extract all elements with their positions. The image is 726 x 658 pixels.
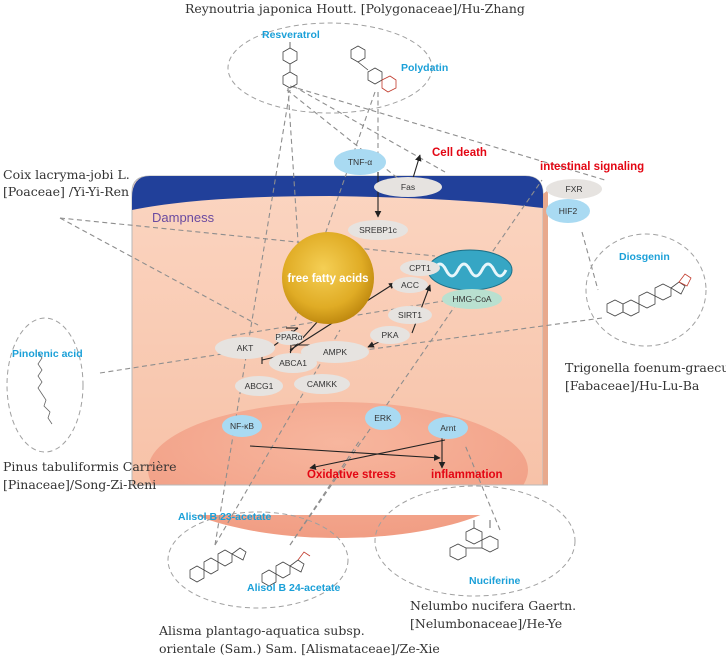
coix-group: Coix lacryma-jobi L. [Poaceae] /Yi-Yi-Re… (3, 167, 130, 199)
reynoutria-group: Resveratrol Polydatin Reynoutria japonic… (185, 1, 525, 114)
camkk-node: CAMKK (294, 374, 350, 394)
resveratrol-structure (282, 42, 298, 89)
compound-pinolenic-acid: Pinolenic acid (12, 348, 83, 360)
effect-cell-death: Cell death (432, 147, 487, 159)
svg-text:ABCA1: ABCA1 (279, 358, 307, 368)
svg-text:HIF2: HIF2 (559, 206, 578, 216)
fxr-node: FXR (546, 179, 602, 199)
alisol-b-24-structure (261, 551, 311, 587)
svg-text:SREBP1c: SREBP1c (359, 225, 398, 235)
srebp1c-node: SREBP1c (348, 220, 408, 240)
erk-node: ERK (365, 406, 401, 430)
compound-diosgenin: Diosgenin (619, 251, 670, 263)
svg-text:PKA: PKA (381, 330, 398, 340)
tnf-node: TNF-α (334, 149, 386, 175)
fas-node: Fas (374, 177, 442, 197)
pinolenic-acid-structure (37, 351, 53, 425)
diosgenin-structure (606, 273, 692, 317)
svg-text:ABCG1: ABCG1 (245, 381, 274, 391)
free-fatty-acids-label: free fatty acids (287, 273, 368, 285)
acc-node: ACC (392, 277, 428, 293)
svg-text:ERK: ERK (374, 413, 392, 423)
compound-alisol-b-23-acetate: Alisol B 23-acetate (178, 511, 272, 523)
nelumbo-group: Nuciferine Nelumbo nucifera Gaertn. [Nel… (374, 485, 576, 631)
sirt1-node: SIRT1 (388, 306, 432, 324)
cpt1-node: CPT1 (400, 260, 440, 276)
plant-nelumbo-family: [Nelumbonaceae]/He-Ye (410, 616, 562, 631)
alisol-b-23-structure (189, 547, 247, 583)
svg-text:ACC: ACC (401, 280, 419, 290)
nfkb-node: NF-κB (222, 415, 262, 437)
hmgcoa-node: HMG-CoA (442, 289, 502, 309)
polydatin-structure (350, 45, 397, 93)
svg-text:TNF-α: TNF-α (348, 157, 372, 167)
svg-text:SIRT1: SIRT1 (398, 310, 422, 320)
pparalpha-node: PPARα (275, 331, 303, 345)
trigonella-group: Diosgenin Trigonella foenum-graecum L. [… (565, 233, 726, 393)
plant-alisma-name: Alisma plantago-aquatica subsp. (158, 623, 365, 638)
svg-text:NF-κB: NF-κB (230, 421, 254, 431)
compound-nuciferine: Nuciferine (469, 575, 521, 587)
akt-node: AKT (215, 337, 275, 359)
mitochondrion (427, 249, 513, 291)
effect-intestinal-signaling: intestinal signaling (540, 161, 644, 173)
compound-alisol-b-24-acetate: Alisol B 24-acetate (247, 582, 341, 594)
arnt-node: Arnt (428, 417, 468, 439)
svg-text:Fas: Fas (401, 182, 415, 192)
svg-text:Arnt: Arnt (440, 423, 456, 433)
svg-text:HMG-CoA: HMG-CoA (452, 294, 492, 304)
abca1-node: ABCA1 (269, 353, 317, 373)
pka-node: PKA (370, 326, 410, 344)
svg-text:PPARα: PPARα (275, 332, 303, 342)
dampness-label: Dampness (152, 210, 215, 225)
plant-coix-family: [Poaceae] /Yi-Yi-Ren (3, 184, 129, 199)
plant-pinus-name: Pinus tabuliformis Carrière (3, 459, 177, 474)
nuciferine-structure (449, 520, 499, 561)
svg-text:CPT1: CPT1 (409, 263, 431, 273)
svg-text:CAMKK: CAMKK (307, 379, 338, 389)
hif2-node: HIF2 (546, 199, 590, 223)
abcg1-node: ABCG1 (235, 376, 283, 396)
svg-text:AKT: AKT (237, 343, 254, 353)
effect-oxidative-stress: Oxidative stress (307, 469, 396, 481)
alisma-group: Alisol B 23-acetate Alisol B 24-acetate … (158, 511, 440, 656)
plant-coix-name: Coix lacryma-jobi L. (3, 167, 130, 182)
plant-trigonella-name: Trigonella foenum-graecum L. (565, 360, 726, 375)
compound-polydatin: Polydatin (401, 62, 448, 74)
compound-resveratrol: Resveratrol (262, 29, 320, 41)
plant-nelumbo-name: Nelumbo nucifera Gaertn. (410, 598, 576, 613)
svg-text:FXR: FXR (566, 184, 583, 194)
plant-reynoutria: Reynoutria japonica Houtt. [Polygonaceae… (185, 1, 525, 16)
plant-pinus-family: [Pinaceae]/Song-Zi-Reni (3, 477, 156, 492)
plant-trigonella-family: [Fabaceae]/Hu-Lu-Ba (565, 378, 700, 393)
svg-text:AMPK: AMPK (323, 347, 347, 357)
free-fatty-acids: free fatty acids (282, 232, 374, 324)
plant-alisma-family: orientale (Sam.) Sam. [Alismataceae]/Ze-… (159, 641, 440, 656)
effect-inflammation: inflammation (431, 469, 503, 481)
pinus-group: Pinolenic acid Pinus tabuliformis Carriè… (3, 317, 177, 492)
ampk-node: AMPK (301, 341, 369, 363)
